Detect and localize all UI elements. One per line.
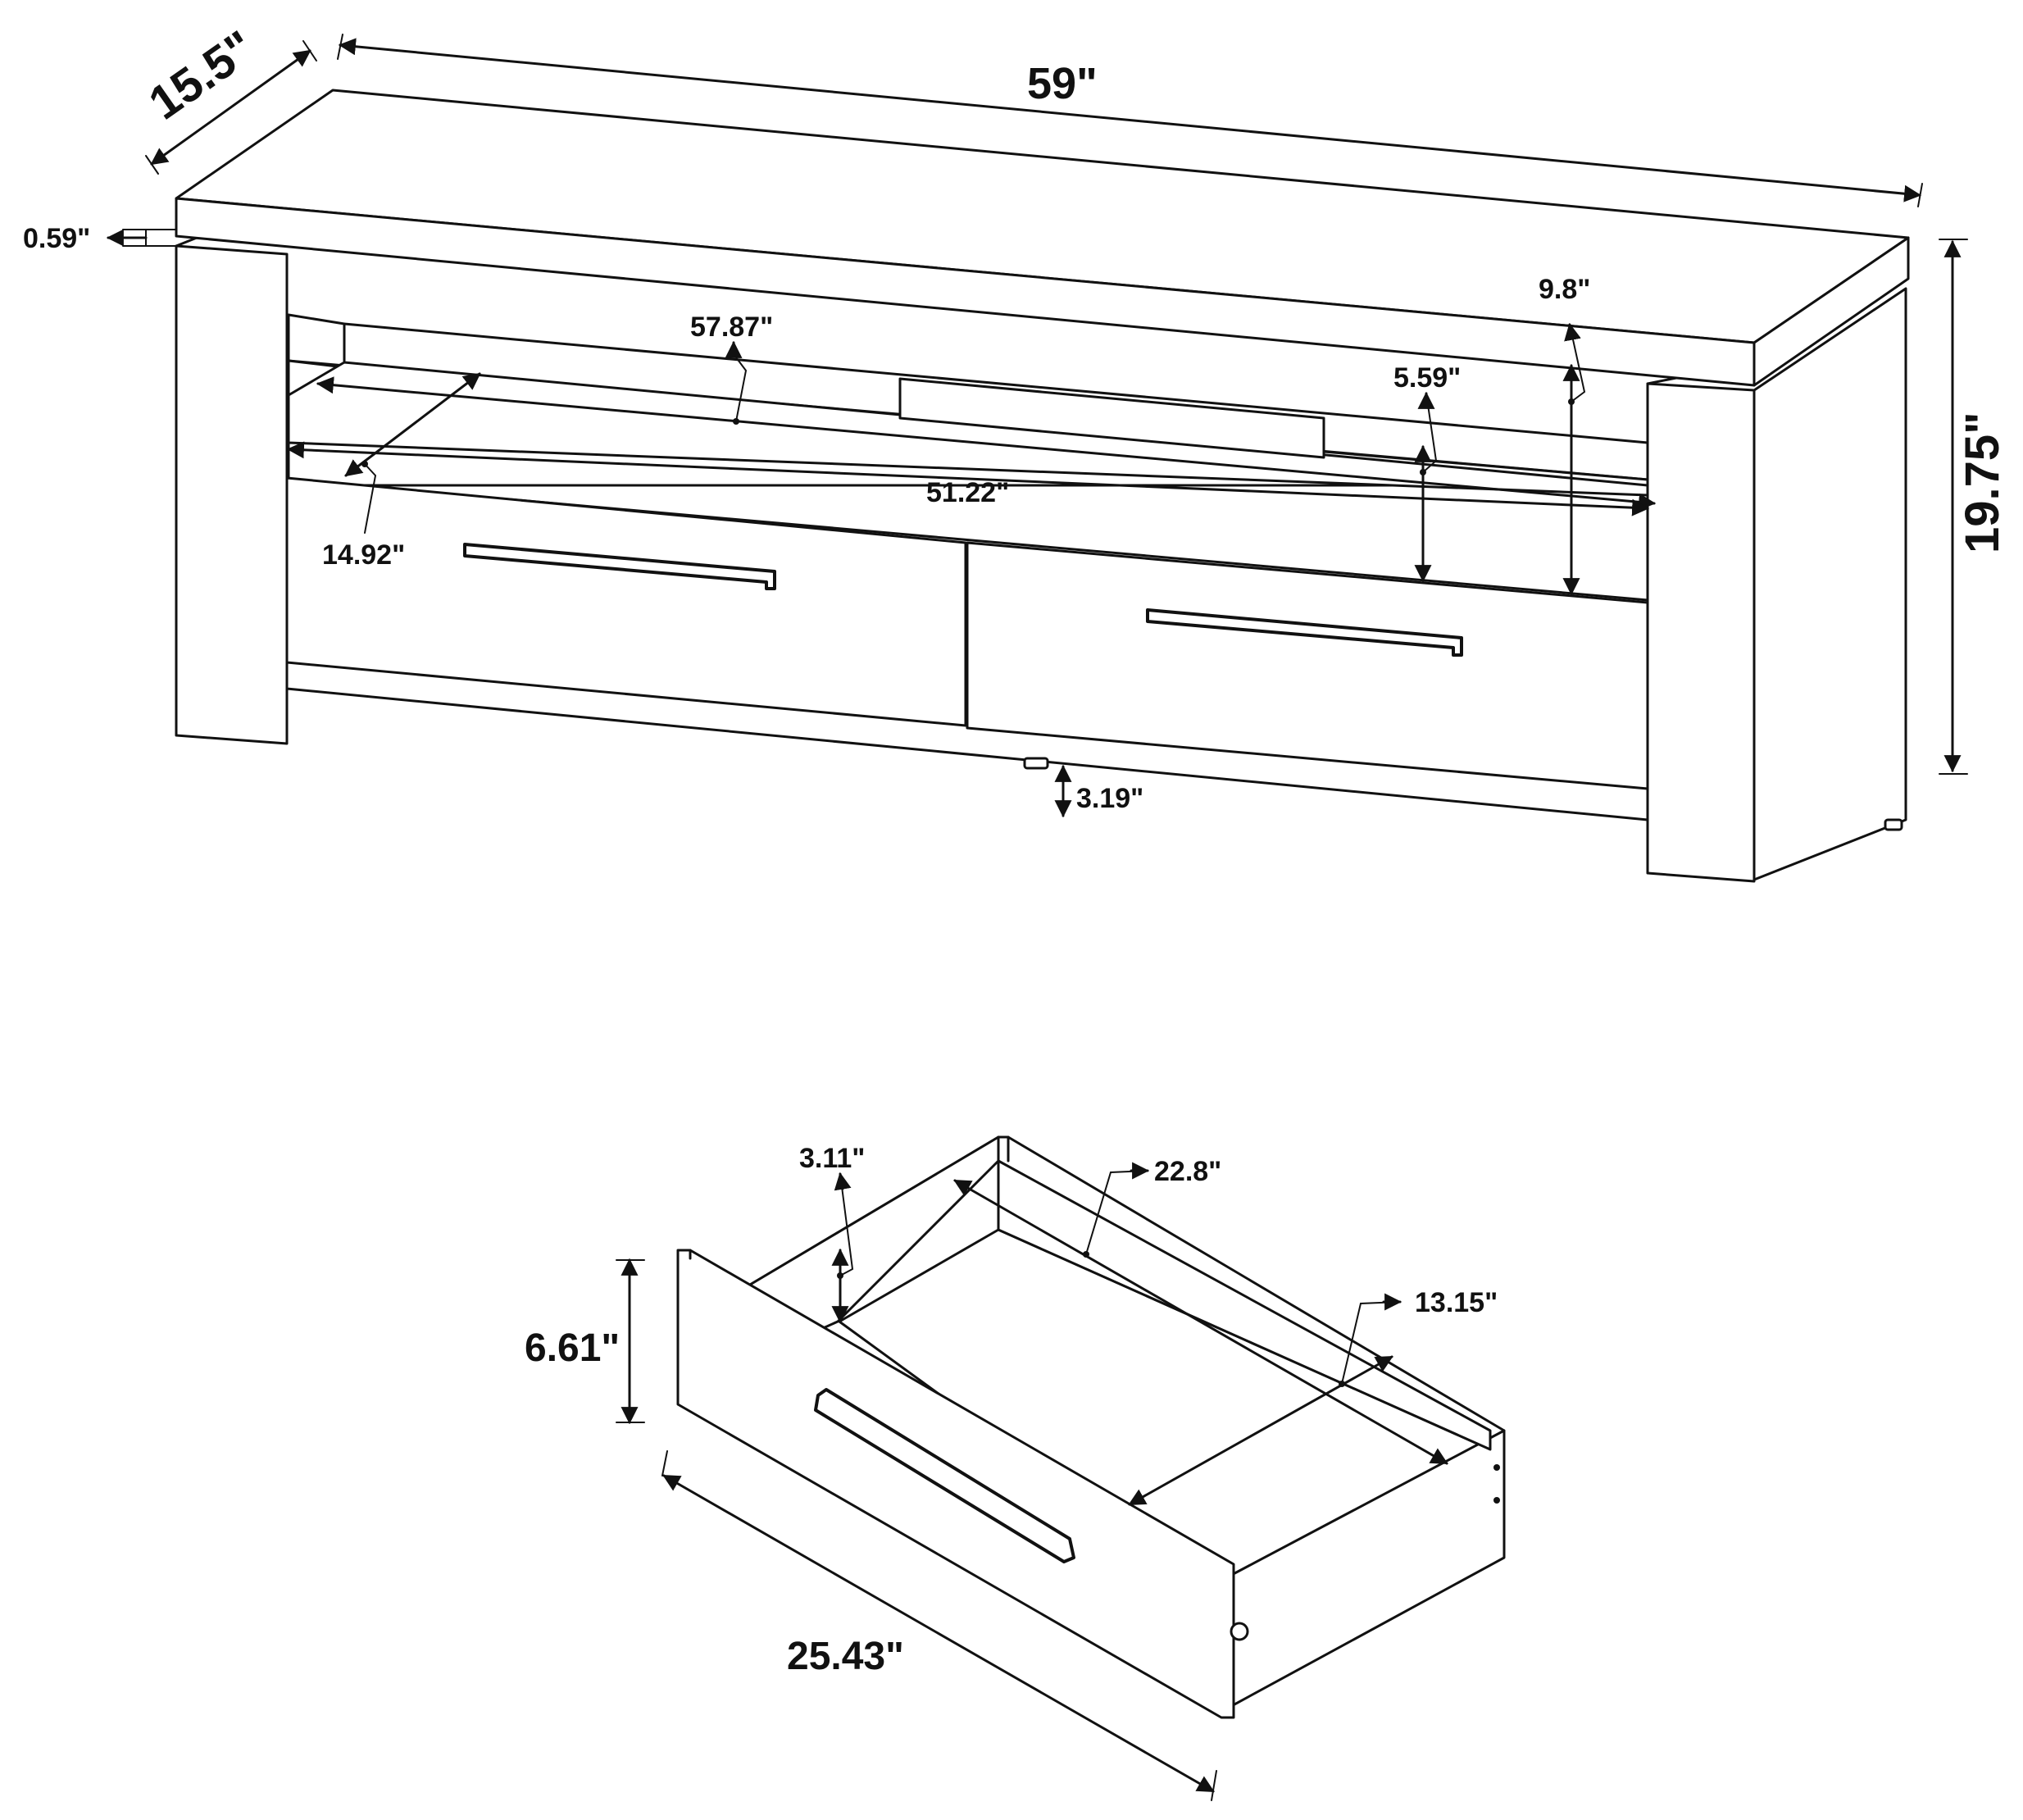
drawer-dimensions: 6.61" 25.43" 3.11" 22.8" 13.15" bbox=[525, 1143, 1498, 1801]
dim-label-depth: 15.5" bbox=[139, 20, 264, 130]
dim-label-drawer-length: 22.8" bbox=[1154, 1156, 1221, 1187]
dim-label-drawer-height: 6.61" bbox=[525, 1326, 620, 1370]
dim-label-drawer-width: 25.43" bbox=[787, 1635, 904, 1678]
drawer-drawing bbox=[676, 1135, 1506, 1719]
dim-label-top-thickness: 0.59" bbox=[23, 223, 90, 254]
stand-right-side-panel bbox=[1753, 287, 1907, 881]
foot-center bbox=[1023, 757, 1049, 770]
drawer-handle-left bbox=[463, 543, 776, 590]
dim-line-drawer-inner-width bbox=[1128, 1355, 1393, 1506]
dim-label-height: 19.75" bbox=[1956, 412, 2009, 553]
foot-right bbox=[1884, 818, 1903, 831]
dim-line-shelf-depth bbox=[344, 372, 481, 477]
dim-line-depth bbox=[150, 49, 311, 166]
dim-label-drawer-inner-width: 13.15" bbox=[1415, 1287, 1498, 1318]
dim-label-shelf-back-width: 57.87" bbox=[690, 312, 773, 343]
drawer-handle-right bbox=[1146, 608, 1463, 657]
dim-label-shelf-opening: 5.59" bbox=[1393, 362, 1461, 394]
dim-label-shelf-front-width: 51.22" bbox=[926, 477, 1009, 508]
dim-label-drawer-side-depth: 3.11" bbox=[799, 1143, 865, 1174]
dim-line-width bbox=[338, 38, 1922, 202]
stand-left-leg-panel bbox=[175, 244, 289, 745]
tv-stand-drawing bbox=[175, 89, 1910, 883]
dim-label-shelf-depth: 14.92" bbox=[322, 539, 405, 571]
dim-label-width: 59" bbox=[1027, 59, 1098, 108]
stand-right-leg-panel bbox=[1646, 382, 1756, 883]
dim-label-shelf-total: 9.8" bbox=[1539, 274, 1590, 305]
dim-line-drawer-width bbox=[662, 1474, 1215, 1793]
dim-label-floor-clearance: 3.19" bbox=[1076, 783, 1143, 814]
stand-top-right-edge bbox=[1753, 236, 1910, 387]
drawer-front-left bbox=[285, 476, 967, 727]
